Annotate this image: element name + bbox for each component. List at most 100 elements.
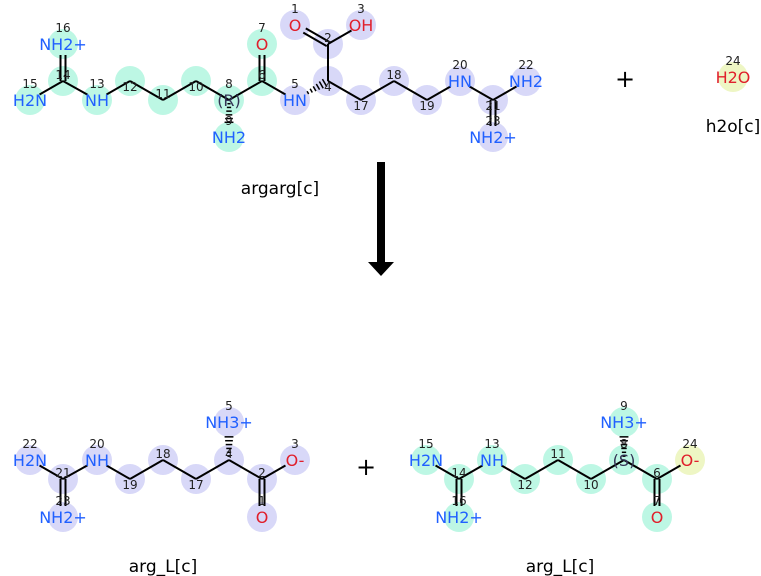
double-bond — [455, 479, 463, 506]
atom-number: 12 — [122, 80, 137, 94]
atom-number: 16 — [451, 494, 466, 508]
atom-number: 3 — [357, 2, 365, 16]
atom-number: 11 — [155, 87, 170, 101]
single-bond — [106, 464, 131, 480]
atom-highlight — [214, 122, 244, 152]
single-bond — [327, 29, 352, 45]
atom-highlight — [444, 502, 474, 532]
stereo-label: (R) — [217, 91, 241, 110]
atom-highlight — [280, 85, 310, 115]
plus-sign-products: + — [356, 453, 376, 481]
single-bond — [524, 459, 559, 480]
atom-highlight — [247, 29, 277, 59]
single-bond — [129, 80, 164, 101]
atom-number: 10 — [583, 478, 598, 492]
atom-number: 18 — [386, 68, 401, 82]
atom-label: H2N — [13, 451, 47, 470]
single-bond — [129, 459, 164, 480]
atom-highlight — [511, 66, 541, 96]
double-bond — [59, 479, 67, 506]
atom-highlight — [214, 407, 244, 437]
hashed-wedge-bond — [619, 436, 629, 457]
atom-number: 7 — [653, 494, 661, 508]
atom-label: NH2 — [509, 72, 543, 91]
single-bond — [360, 80, 395, 101]
atom-number: 15 — [418, 437, 433, 451]
atom-label: NH — [480, 451, 504, 470]
atom-number: 19 — [122, 478, 137, 492]
atom-number: 11 — [550, 447, 565, 461]
atom-number: 1 — [258, 494, 266, 508]
single-bond — [228, 80, 263, 101]
single-bond — [39, 464, 64, 480]
atom-label: NH2+ — [469, 128, 517, 147]
atom-number: 12 — [517, 478, 532, 492]
single-bond — [656, 464, 681, 480]
atom-number: 18 — [155, 447, 170, 461]
atom-number: 13 — [484, 437, 499, 451]
atom-highlight — [15, 445, 45, 475]
plus-sign-reactants: + — [615, 65, 635, 93]
atom-number: 4 — [225, 447, 233, 461]
bonds — [39, 27, 681, 506]
atom-label: NH2+ — [39, 508, 87, 527]
hashed-wedge-bond — [224, 436, 234, 457]
stereo-label: (S) — [613, 451, 636, 470]
double-bond — [258, 55, 266, 81]
double-bond — [258, 479, 266, 506]
atom-label: OH — [349, 16, 374, 35]
double-bond — [59, 55, 67, 81]
atom-highlight — [48, 502, 78, 532]
atom-number: 23 — [55, 494, 70, 508]
single-bond — [557, 459, 592, 480]
atom-label: O — [256, 35, 269, 54]
compound-name-argarg: argarg[c] — [241, 179, 319, 199]
atom-highlight — [346, 10, 376, 40]
atom-label: O- — [286, 451, 305, 470]
atom-number: 21 — [485, 99, 500, 113]
single-bond — [469, 85, 494, 101]
atom-label: HN — [448, 72, 472, 91]
atom-number: 19 — [419, 99, 434, 113]
atom-highlight — [15, 85, 45, 115]
single-bond — [162, 80, 197, 101]
atom-highlight — [445, 66, 475, 96]
atom-highlight — [642, 502, 672, 532]
single-bond — [623, 459, 658, 480]
atom-number: 21 — [55, 466, 70, 480]
atom-label: H2O — [716, 68, 751, 87]
atom-number: 5 — [291, 77, 299, 91]
single-bond — [590, 459, 625, 480]
single-bond — [62, 464, 88, 480]
atom-label: HN — [283, 91, 307, 110]
single-bond — [261, 80, 286, 96]
atom-number: 15 — [22, 77, 37, 91]
atom-label: NH2+ — [435, 508, 483, 527]
atom-highlight — [82, 445, 112, 475]
atom-number: 9 — [225, 114, 233, 128]
atom-number: 4 — [324, 80, 332, 94]
atom-number: 3 — [291, 437, 299, 451]
atom-label: NH3+ — [600, 413, 648, 432]
double-bond — [489, 100, 497, 126]
hashed-wedge-bond — [224, 102, 234, 124]
hashed-wedge-bond — [306, 78, 328, 95]
atom-number: 5 — [225, 399, 233, 413]
double-bond — [653, 479, 661, 506]
compound-name-arg-l-1: arg_L[c] — [129, 557, 197, 576]
atom-number: 22 — [518, 58, 533, 72]
atom-number: 17 — [188, 478, 203, 492]
atom-highlight — [280, 445, 310, 475]
atom-number: 17 — [353, 99, 368, 113]
single-bond — [195, 80, 230, 101]
atom-number: 14 — [451, 466, 466, 480]
atom-label: NH2+ — [39, 35, 87, 54]
atom-number: 7 — [258, 21, 266, 35]
atom-highlight — [609, 407, 639, 437]
single-bond — [261, 464, 286, 480]
atom-number: 14 — [55, 68, 70, 82]
atom-label: O- — [681, 451, 700, 470]
atom-number: 20 — [89, 437, 104, 451]
compound-name-arg-l-2: arg_L[c] — [526, 557, 594, 576]
